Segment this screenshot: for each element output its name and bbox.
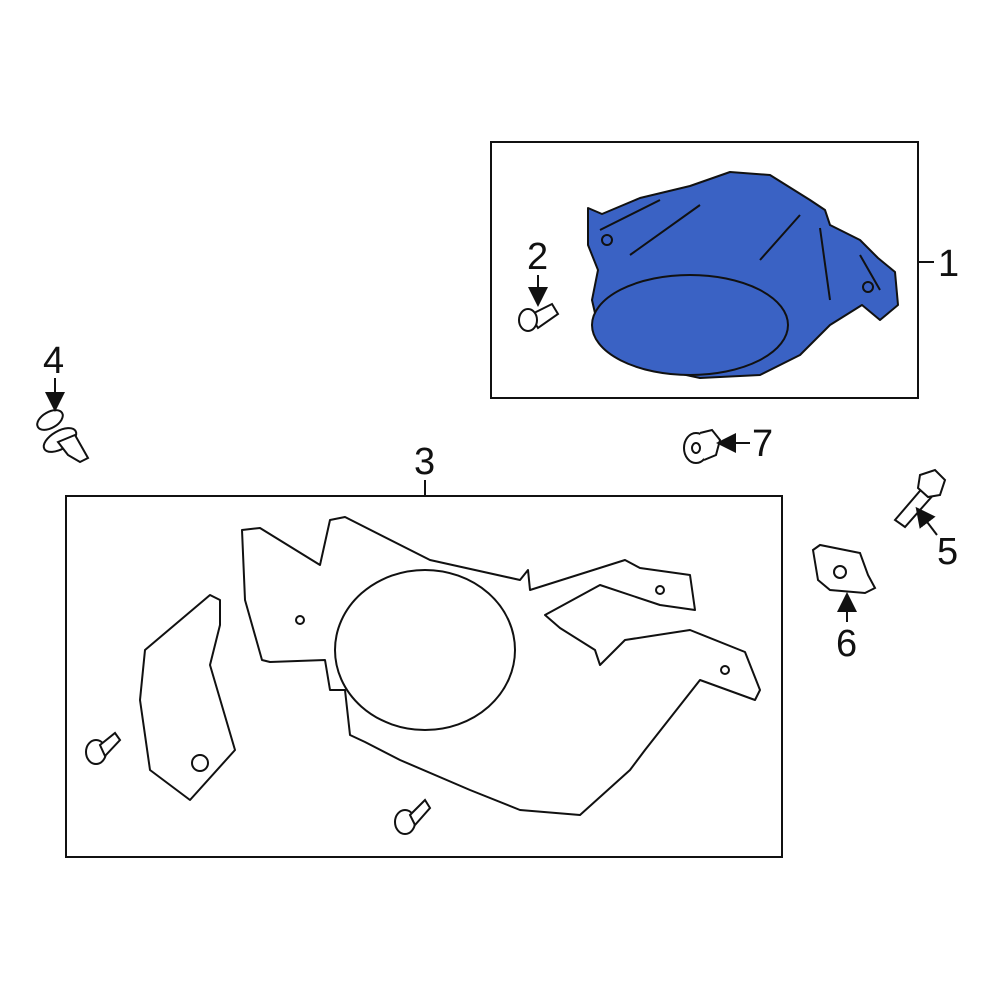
screw-icon[interactable] — [518, 302, 560, 332]
part-5-arrow — [915, 506, 938, 536]
part-1-group-box — [490, 141, 919, 399]
push-pin-clip-icon[interactable] — [34, 406, 90, 464]
callout-7[interactable]: 7 — [752, 423, 774, 465]
callout-6[interactable]: 6 — [836, 623, 858, 665]
callout-1[interactable]: 1 — [938, 243, 960, 285]
push-pin-icon — [85, 731, 432, 835]
bracket-assembly-icon[interactable] — [139, 516, 761, 816]
flange-nut-icon[interactable] — [683, 428, 722, 464]
callout-5[interactable]: 5 — [937, 531, 959, 573]
fog-lamp-icon[interactable] — [587, 171, 899, 379]
callout-2[interactable]: 2 — [527, 236, 549, 278]
bolt-icon[interactable] — [893, 468, 947, 529]
callout-3[interactable]: 3 — [414, 441, 436, 483]
clip-nut-icon[interactable] — [811, 543, 877, 595]
callout-4[interactable]: 4 — [43, 340, 65, 382]
